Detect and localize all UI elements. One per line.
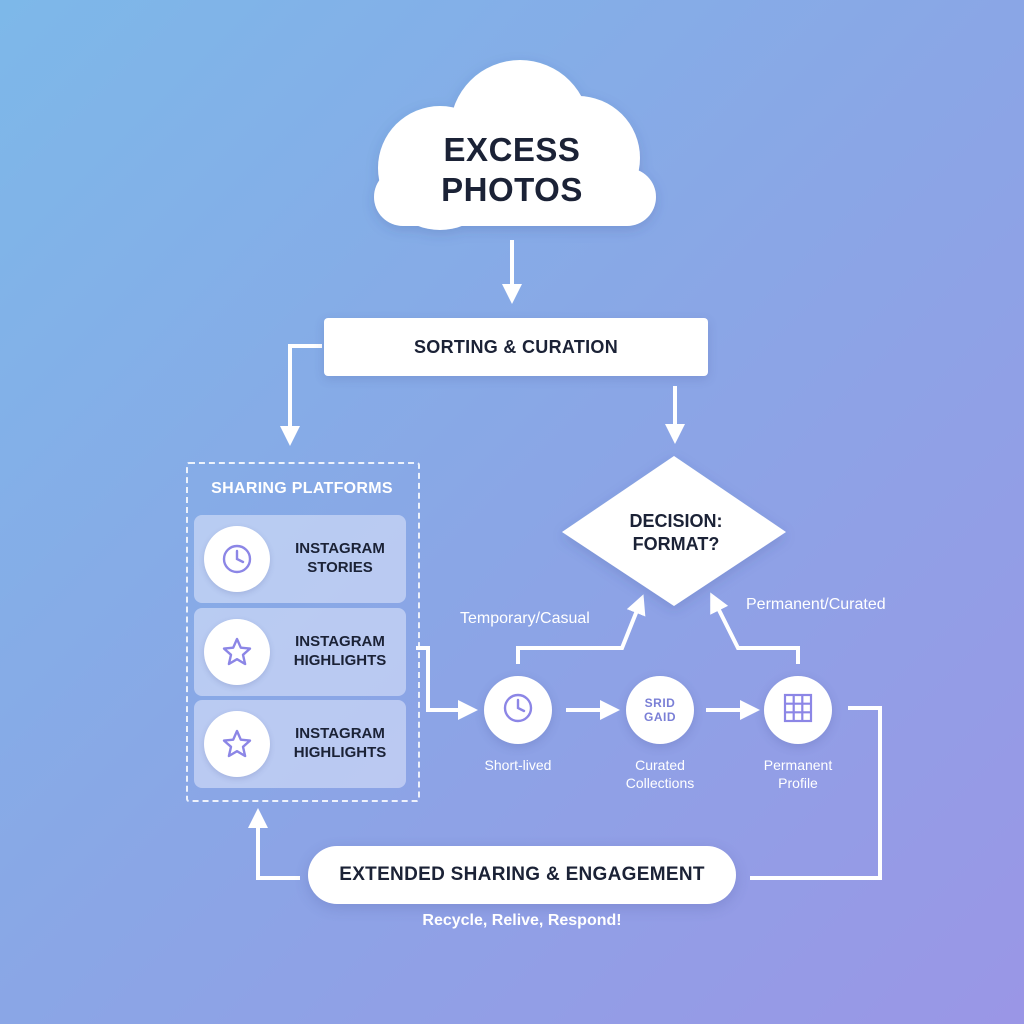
platform-card-label: INSTAGRAM HIGHLIGHTS <box>280 724 400 762</box>
arrow-shortlived-to-decision <box>516 594 646 664</box>
sharing-platforms-panel <box>186 462 420 802</box>
clock-icon <box>501 691 535 730</box>
node-short-lived-label: Short-lived <box>453 756 583 774</box>
node-curated-collections: SRID GAID <box>626 676 694 744</box>
platform-card-label-line1: INSTAGRAM <box>295 540 385 557</box>
clock-icon <box>204 526 270 592</box>
decision-diamond <box>562 456 786 606</box>
grid-text-icon: SRID GAID <box>644 696 676 724</box>
node-label-line1: Permanent <box>763 757 833 773</box>
grid-icon <box>782 692 814 729</box>
cloud-label-line2: PHOTOS <box>441 171 583 208</box>
platform-card-label-line2: HIGHLIGHTS <box>293 652 387 669</box>
star-icon <box>204 619 270 685</box>
node-permanent-profile <box>764 676 832 744</box>
node-permanent-profile-label: Permanent Profile <box>733 756 863 792</box>
arrow-profile-to-decision <box>710 592 800 664</box>
cloud-label: EXCESS PHOTOS <box>412 130 612 210</box>
star-icon <box>204 711 270 777</box>
arrow-extended-to-platforms <box>248 808 300 880</box>
platform-card-highlights-2: INSTAGRAM HIGHLIGHTS <box>194 700 406 788</box>
node-label-line2: Profile <box>778 775 818 791</box>
grid-text-line2: GAID <box>644 710 676 724</box>
platform-card-label-line1: INSTAGRAM <box>295 633 385 650</box>
tagline: Recycle, Relive, Respond! <box>422 912 622 929</box>
platform-card-label: INSTAGRAM HIGHLIGHTS <box>280 632 400 670</box>
decision-label: DECISION: FORMAT? <box>576 510 776 556</box>
decision-label-line1: DECISION: <box>629 511 723 531</box>
platform-card-label-line2: HIGHLIGHTS <box>293 744 387 761</box>
node-label-line1: Curated <box>635 757 685 773</box>
node-short-lived <box>484 676 552 744</box>
extended-sharing-label: EXTENDED SHARING & ENGAGEMENT <box>339 864 705 885</box>
arrow-sorting-to-platforms <box>280 344 322 446</box>
node-label-line1: Short-lived <box>484 757 552 773</box>
branch-label-temporary: Temporary/Casual <box>460 610 590 627</box>
platform-card-label: INSTAGRAM STORIES <box>280 539 400 577</box>
decision-label-line2: FORMAT? <box>632 534 720 554</box>
cloud-shape <box>374 60 656 230</box>
platform-card-stories: INSTAGRAM STORIES <box>194 515 406 603</box>
node-label-line2: Collections <box>625 775 695 791</box>
sorting-curation-box: SORTING & CURATION <box>324 318 708 376</box>
sharing-platforms-title: SHARING PLATFORMS <box>211 480 393 497</box>
platform-card-label-line2: STORIES <box>307 559 373 576</box>
branch-label-permanent: Permanent/Curated <box>746 596 886 613</box>
extended-sharing-pill: EXTENDED SHARING & ENGAGEMENT <box>308 846 736 904</box>
grid-text-line1: SRID <box>644 696 676 710</box>
cloud-label-line1: EXCESS <box>443 131 581 168</box>
node-curated-collections-label: Curated Collections <box>595 756 725 792</box>
sorting-curation-label: SORTING & CURATION <box>413 336 619 357</box>
arrow-platforms-to-shortlived <box>416 646 478 720</box>
platform-card-label-line1: INSTAGRAM <box>295 725 385 742</box>
line-profile-to-extended <box>750 706 882 880</box>
platform-card-highlights: INSTAGRAM HIGHLIGHTS <box>194 608 406 696</box>
